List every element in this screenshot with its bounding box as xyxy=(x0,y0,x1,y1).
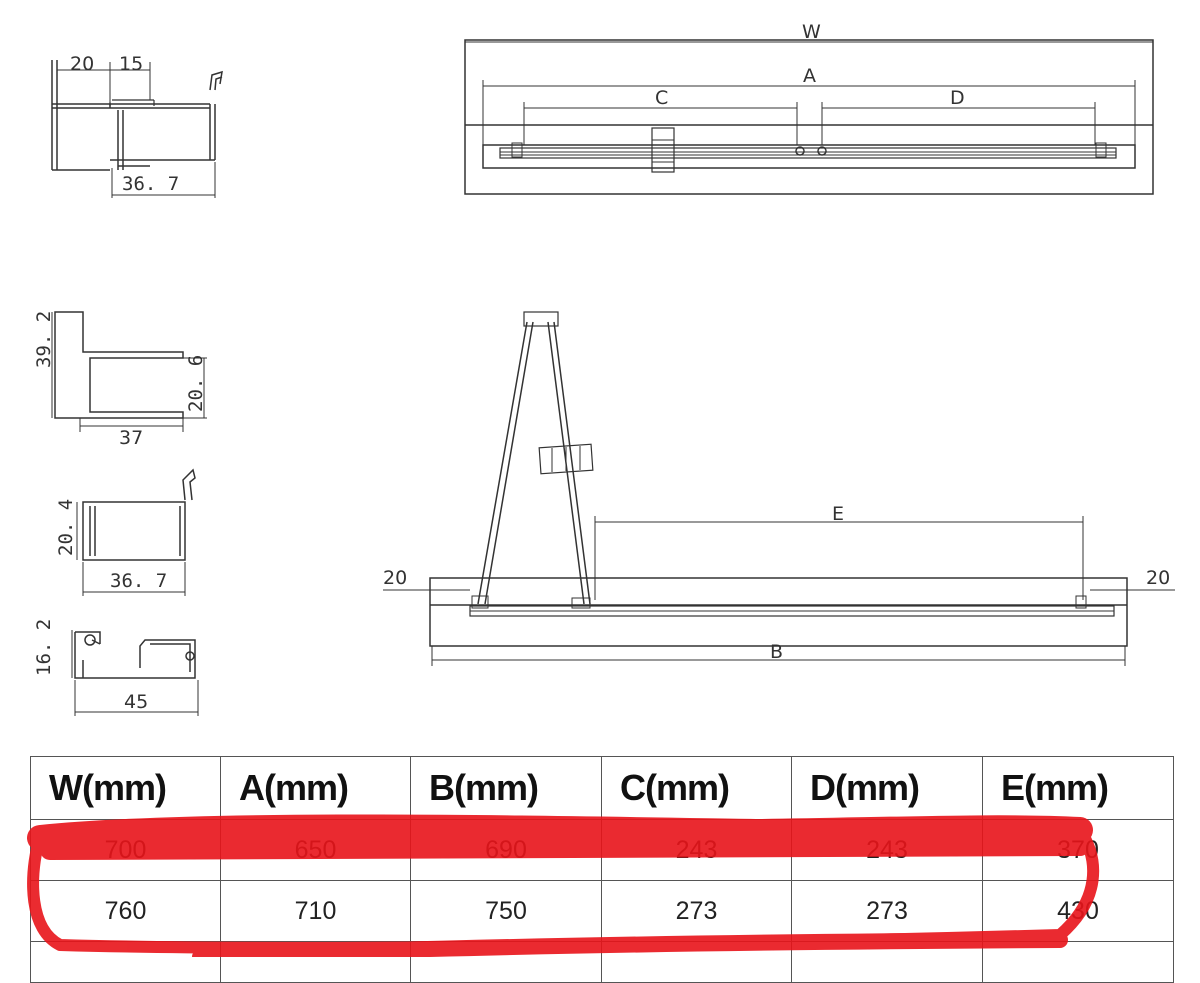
table-cell: 760 xyxy=(30,880,221,942)
table-cell: 273 xyxy=(601,880,792,942)
profile-4 xyxy=(71,630,199,716)
technical-drawing: 20 15 36. 7 39. 2 20. 6 37 20. 4 36. 7 1… xyxy=(33,21,1175,716)
p3-dim-left: 20. 4 xyxy=(55,499,77,556)
table-cell: 750 xyxy=(410,880,602,942)
table-cell: 650 xyxy=(220,819,411,881)
table-cell: 430 xyxy=(982,880,1174,942)
dimension-table: W(mm) A(mm) B(mm) C(mm) D(mm) E(mm) 700 … xyxy=(30,756,1174,983)
p3-dim-bottom: 36. 7 xyxy=(110,570,167,592)
profile-3 xyxy=(76,468,196,596)
header-c: C(mm) xyxy=(601,756,792,820)
p1-dim-bottom: 36. 7 xyxy=(122,173,179,195)
table-cell xyxy=(410,941,602,983)
table-row: 700 650 690 243 243 370 xyxy=(30,819,1174,881)
table-cell xyxy=(791,941,983,983)
table-cell: 700 xyxy=(30,819,221,881)
table-cell: 273 xyxy=(791,880,983,942)
p4-dim-left: 16. 2 xyxy=(33,619,55,676)
profile-1 xyxy=(51,60,223,198)
p2-dim-right: 20. 6 xyxy=(185,355,207,412)
p1-dim-top-a: 20 xyxy=(70,53,94,75)
front-right-offset: 20 xyxy=(1146,567,1170,589)
p1-dim-top-b: 15 xyxy=(119,53,143,75)
profile-2 xyxy=(51,311,207,432)
table-cell: 710 xyxy=(220,880,411,942)
header-d: D(mm) xyxy=(791,756,983,820)
table-cell: 690 xyxy=(410,819,602,881)
p2-dim-bottom: 37 xyxy=(119,427,143,449)
table-cell xyxy=(30,941,221,983)
table-cell: 243 xyxy=(791,819,983,881)
front-label-b: B xyxy=(770,641,783,663)
top-view xyxy=(464,39,1154,195)
header-w: W(mm) xyxy=(30,756,221,820)
table-cell xyxy=(220,941,411,983)
table-header-row: W(mm) A(mm) B(mm) C(mm) D(mm) E(mm) xyxy=(30,756,1174,820)
table-cell xyxy=(982,941,1174,983)
p4-dim-bottom: 45 xyxy=(124,691,148,713)
header-e: E(mm) xyxy=(982,756,1174,820)
table-row xyxy=(30,941,1174,983)
header-b: B(mm) xyxy=(410,756,602,820)
p2-dim-left: 39. 2 xyxy=(33,311,55,368)
top-label-c: C xyxy=(655,87,668,109)
front-left-offset: 20 xyxy=(383,567,407,589)
top-label-d: D xyxy=(950,87,965,109)
top-label-w: W xyxy=(802,21,821,43)
table-cell: 370 xyxy=(982,819,1174,881)
table-row: 760 710 750 273 273 430 xyxy=(30,880,1174,942)
table-cell: 243 xyxy=(601,819,792,881)
top-label-a: A xyxy=(803,65,816,87)
header-a: A(mm) xyxy=(220,756,411,820)
table-cell xyxy=(601,941,792,983)
front-view xyxy=(383,311,1175,666)
front-label-e: E xyxy=(832,503,844,525)
